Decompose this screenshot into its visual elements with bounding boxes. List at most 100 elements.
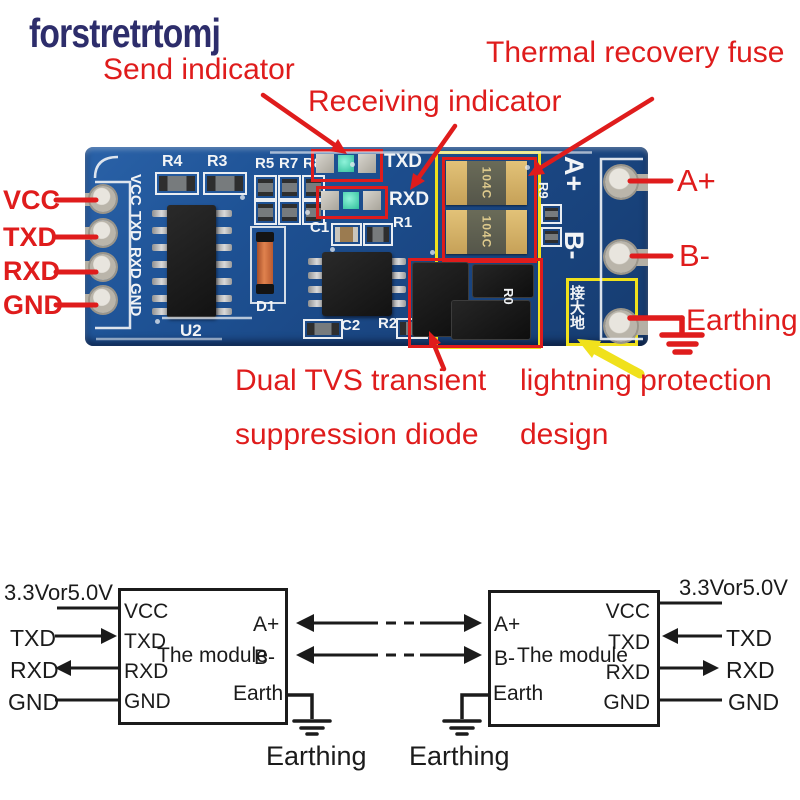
- sop8-chip: [322, 252, 392, 316]
- right-module-title: The module: [517, 644, 628, 667]
- sop8-pin: [308, 258, 324, 265]
- silk-r5-label: R5: [255, 155, 275, 172]
- fuse-marking: 104C: [479, 215, 494, 249]
- silk-earth-cn-label: 接大地: [568, 285, 585, 330]
- via: [155, 319, 160, 324]
- right-module-pin-rxd: RXD: [605, 661, 650, 684]
- thermal-fuse-2: 104C: [446, 210, 527, 254]
- u2-pin: [152, 227, 169, 234]
- silk-vcc-label: VCC: [127, 174, 144, 206]
- rxd-pin-label: RXD: [3, 256, 61, 286]
- thermal-fuse-1: 104C: [446, 161, 527, 205]
- silk-r9-label: R9: [536, 182, 551, 199]
- u2-pin: [152, 278, 169, 285]
- u2-pin: [215, 244, 232, 251]
- pad-vcc: [90, 186, 116, 212]
- u2-pin: [152, 244, 169, 251]
- sop8-pin: [308, 272, 324, 279]
- smd-component: [363, 223, 393, 246]
- u2-pin: [215, 278, 232, 285]
- resistor-r5-b: [254, 200, 277, 225]
- tvs-diode: [473, 265, 533, 297]
- fuse-terminal: [506, 161, 527, 205]
- right-module-pin-earth: Earth: [493, 682, 544, 705]
- sop8-pin: [308, 300, 324, 307]
- resistor-r5-a: [254, 175, 277, 200]
- a-plus-pin-label: A+: [677, 163, 716, 198]
- u2-pin: [152, 308, 169, 315]
- u2-pin: [215, 227, 232, 234]
- right-module-pin-bminus: B-: [494, 647, 515, 670]
- u2-pin: [215, 308, 232, 315]
- fuse-terminal: [446, 161, 467, 205]
- fuse-body: 104C: [467, 161, 506, 205]
- left-ext-rxd: RXD: [10, 657, 59, 683]
- pad-earth: [605, 310, 637, 342]
- silk-r3-label: R3: [207, 153, 228, 170]
- right-module-box: [488, 590, 660, 727]
- schematic-ground-symbols: [292, 719, 482, 736]
- u2-pin: [152, 261, 169, 268]
- thermal-fuse-label: Thermal recovery fuse: [486, 36, 785, 69]
- receiving-indicator-label: Receiving indicator: [308, 85, 562, 118]
- sop8-pin: [390, 286, 406, 293]
- sop8-pin: [308, 286, 324, 293]
- resistor-r7-a: [278, 175, 301, 200]
- via: [350, 162, 355, 167]
- txd-led-highlight-box: [311, 149, 383, 182]
- resistor-r7-b: [278, 200, 301, 225]
- right-ext-rxd: RXD: [726, 657, 775, 683]
- silk-led-txd-label: TXD: [384, 151, 422, 172]
- diode-d1: [257, 235, 273, 291]
- vcc-pin-label: VCC: [3, 185, 61, 215]
- left-power-label: 3.3Vor5.0V: [4, 580, 113, 605]
- silk-txd-label: TXD: [127, 211, 144, 241]
- left-module-pin-bminus: B-: [254, 646, 275, 669]
- silk-u2-label: U2: [180, 321, 202, 340]
- b-minus-pin-label: B-: [679, 238, 710, 273]
- pad-b-minus: [605, 241, 637, 273]
- right-module-pin-txd: TXD: [608, 631, 650, 654]
- silk-gnd-label: GND: [127, 283, 144, 317]
- rxd-led-highlight-box: [316, 186, 388, 219]
- gnd-pin-label: GND: [3, 290, 63, 320]
- led-pad: [358, 154, 376, 173]
- left-module-box: [118, 588, 288, 725]
- pad-txd: [90, 220, 116, 246]
- u2-pin: [215, 295, 232, 302]
- thermal-fuse-highlight-box: [442, 157, 537, 263]
- txd-led: [338, 155, 354, 172]
- diode-d1-outline: [250, 226, 286, 304]
- pad-rxd: [90, 254, 116, 280]
- left-module-pin-aplus: A+: [253, 613, 280, 636]
- via: [330, 247, 335, 252]
- resistor-r4: [155, 172, 199, 195]
- diode-d1-cap: [256, 232, 274, 242]
- fuse-body: 104C: [467, 210, 506, 254]
- fuse-marking: 104C: [479, 166, 494, 200]
- lightning-label-line1: lightning protection: [520, 364, 772, 397]
- pad-gnd: [90, 287, 116, 313]
- earthing-pin-label: Earthing: [686, 304, 798, 337]
- led-pad: [316, 154, 334, 173]
- tvs-label-line2: suppression diode: [235, 418, 479, 451]
- right-ext-gnd: GND: [728, 689, 780, 715]
- u2-pin: [215, 261, 232, 268]
- silk-c1-label: C1: [310, 219, 330, 236]
- silk-a-plus-label: A+: [559, 156, 589, 192]
- silk-led-rxd-label: RXD: [389, 189, 430, 210]
- left-module-pin-vcc: VCC: [124, 600, 169, 623]
- u2-pin: [152, 210, 169, 217]
- txd-pin-label: TXD: [3, 222, 57, 252]
- silk-r2-label: R2: [378, 315, 398, 332]
- tvs-label-line1: Dual TVS transient: [235, 364, 487, 397]
- led-pad: [321, 191, 339, 210]
- diode-d1-cap: [256, 284, 274, 294]
- right-module-pin-gnd: GND: [603, 691, 650, 714]
- right-module-pin-aplus: A+: [494, 613, 521, 636]
- right-power-label: 3.3Vor5.0V: [679, 575, 788, 600]
- pad-a-plus: [605, 166, 637, 198]
- silk-c2-label: C2: [341, 317, 361, 334]
- right-ext-txd: TXD: [726, 625, 772, 651]
